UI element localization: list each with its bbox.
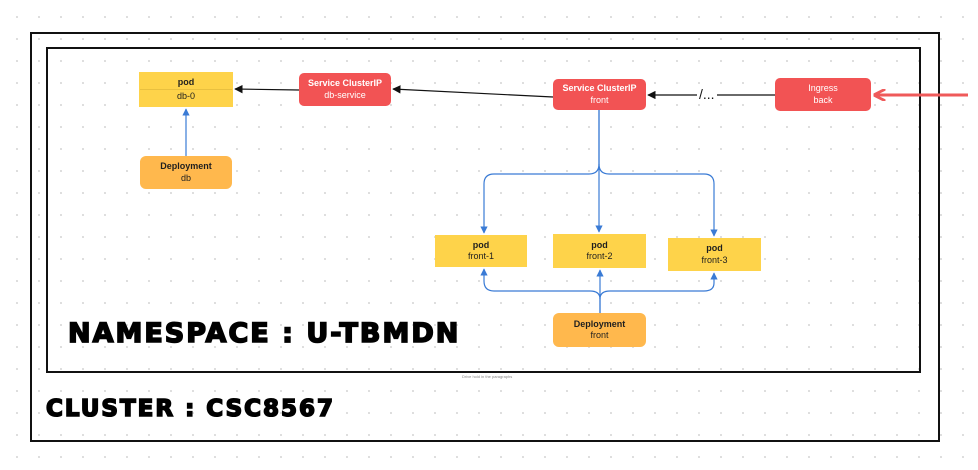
deployment-front-kind: Deployment	[573, 318, 626, 329]
pod-front-2[interactable]: pod front-2	[553, 234, 646, 268]
pod-db-0-divider	[140, 89, 232, 90]
deployment-db-kind: Deployment	[160, 161, 212, 172]
service-db[interactable]: Service ClusterIP db-service	[299, 73, 391, 106]
service-front[interactable]: Service ClusterIP front	[553, 79, 646, 110]
pod-front-3[interactable]: pod front-3	[668, 238, 761, 271]
footnote: Drive hold in the paragraphs	[462, 374, 513, 379]
ingress-back[interactable]: Ingress back	[775, 78, 871, 111]
pod-front-2-name: front-2	[586, 251, 613, 261]
service-front-kind: Service ClusterIP	[562, 83, 637, 94]
cluster-frame	[30, 32, 940, 442]
deployment-db-name: db	[180, 172, 191, 183]
pod-front-2-kind: pod	[591, 239, 608, 250]
deployment-front[interactable]: Deployment front	[553, 313, 646, 347]
pod-front-3-name: front-3	[701, 254, 728, 265]
ingress-kind: Ingress	[808, 83, 838, 94]
deployment-front-name: front	[590, 330, 609, 340]
deployment-db[interactable]: Deployment db	[140, 156, 232, 189]
cluster-label: CLUSTER : CSC8567	[45, 395, 336, 423]
service-front-name: front	[590, 94, 609, 105]
pod-db-0-kind: pod	[177, 76, 195, 87]
namespace-frame	[46, 47, 921, 373]
pod-db-0-name: db-0	[176, 91, 195, 101]
service-db-kind: Service ClusterIP	[307, 78, 383, 89]
pod-front-1-kind: pod	[472, 239, 490, 250]
service-db-name: db-service	[324, 89, 366, 100]
pod-db-0[interactable]: pod db-0	[139, 72, 233, 107]
pod-front-1-name: front-1	[467, 251, 494, 261]
namespace-label: NAMESPACE : U-TBMDN	[67, 317, 461, 350]
ingress-name: back	[813, 94, 833, 105]
ingress-path-label: /...	[697, 86, 717, 102]
pod-front-3-kind: pod	[706, 243, 723, 254]
pod-front-1[interactable]: pod front-1	[435, 235, 527, 267]
